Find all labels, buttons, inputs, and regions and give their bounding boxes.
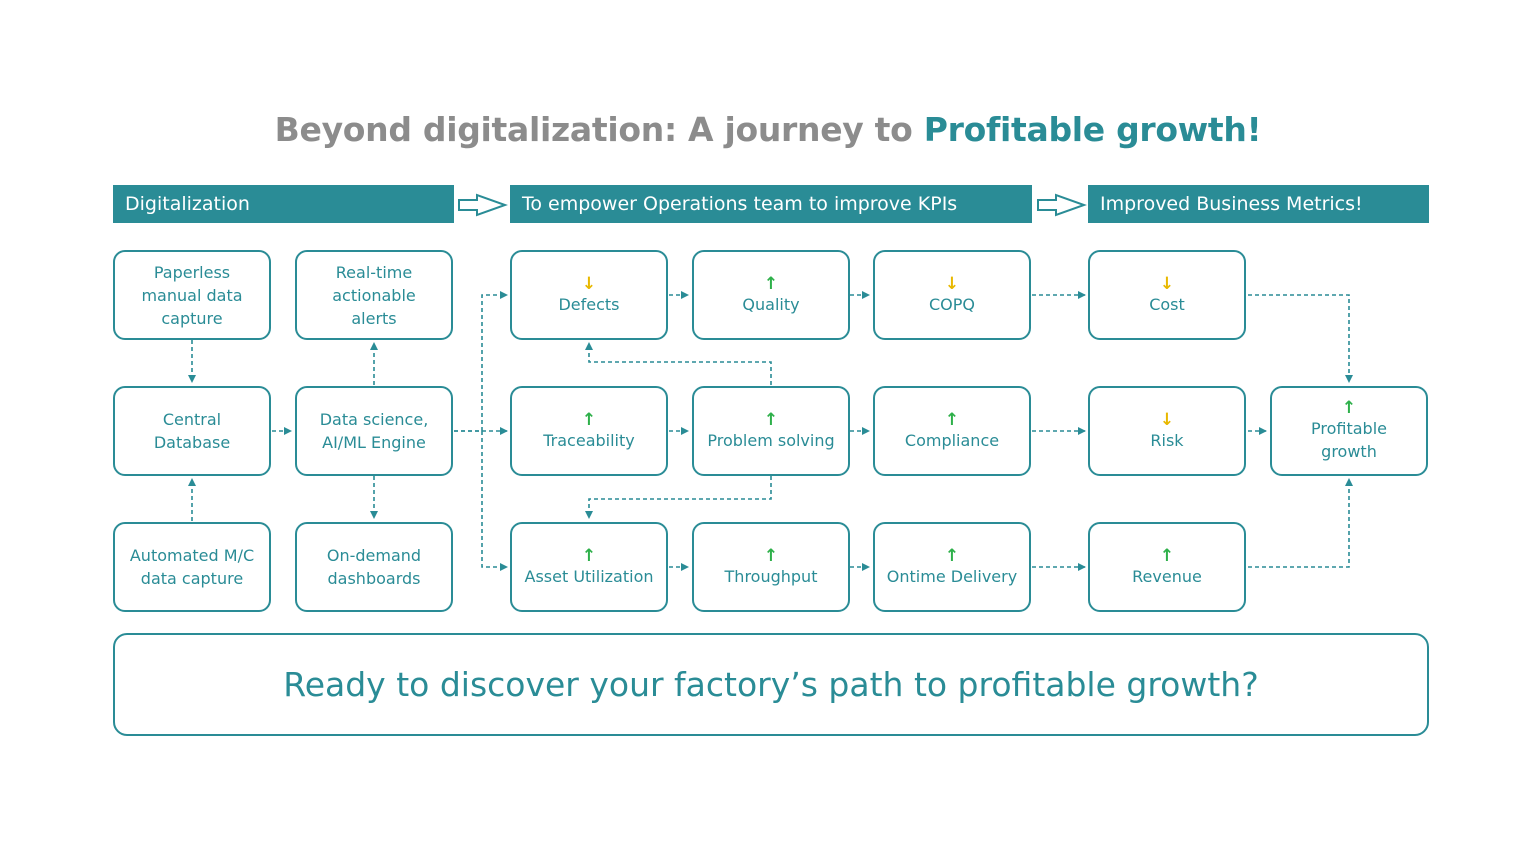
node-label: Defects xyxy=(558,294,620,314)
node-label: Automated M/C data capture xyxy=(129,546,255,588)
node-compliance: ↑ Compliance xyxy=(873,386,1031,476)
arrow-up-icon: ↑ xyxy=(581,545,597,566)
node-label: Throughput xyxy=(724,566,818,586)
node-defects: ↓ Defects xyxy=(510,250,668,340)
page-title: Beyond digitalization: A journey to Prof… xyxy=(0,110,1536,149)
node-asset-utilization: ↑ Asset Utilization xyxy=(510,522,668,612)
header-empower: To empower Operations team to improve KP… xyxy=(510,185,1032,223)
title-accent: Profitable growth xyxy=(923,110,1247,149)
node-label: Cost xyxy=(1149,294,1185,314)
node-label: Real-time actionable alerts xyxy=(332,262,416,328)
title-main: Beyond digitalization: A journey to xyxy=(274,110,924,149)
link-problem-defects xyxy=(585,342,772,385)
node-quality: ↑ Quality xyxy=(692,250,850,340)
node-label: Risk xyxy=(1150,430,1184,450)
link-to-asset xyxy=(481,431,508,571)
node-profitable-growth: ↑ Profitable growth xyxy=(1270,386,1428,476)
node-automated: Automated M/C data capture xyxy=(113,522,271,612)
node-label: Data science, AI/ML Engine xyxy=(319,410,429,452)
node-label: Quality xyxy=(742,294,800,314)
node-label: Profitable growth xyxy=(1311,419,1387,461)
cta-banner[interactable]: Ready to discover your factory’s path to… xyxy=(113,633,1429,736)
arrow-up-icon: ↑ xyxy=(763,545,779,566)
node-cost: ↓ Cost xyxy=(1088,250,1246,340)
node-label: Paperless manual data capture xyxy=(141,262,243,328)
node-datascience: Data science, AI/ML Engine xyxy=(295,386,453,476)
arrow-down-icon: ↓ xyxy=(1159,409,1175,430)
node-label: Problem solving xyxy=(707,430,835,450)
node-copq: ↓ COPQ xyxy=(873,250,1031,340)
arrow-down-icon: ↓ xyxy=(1159,273,1175,294)
node-label: COPQ xyxy=(928,294,975,314)
link-cost-profitable xyxy=(1248,294,1353,383)
node-traceability: ↑ Traceability xyxy=(510,386,668,476)
header-digitalization: Digitalization xyxy=(113,185,454,223)
node-label: Traceability xyxy=(543,430,635,450)
node-label: Ontime Delivery xyxy=(886,566,1018,586)
link-revenue-profitable xyxy=(1248,478,1353,568)
node-throughput: ↑ Throughput xyxy=(692,522,850,612)
arrow-up-icon: ↑ xyxy=(944,409,960,430)
header-metrics: Improved Business Metrics! xyxy=(1088,185,1429,223)
arrow-up-icon: ↑ xyxy=(763,409,779,430)
node-revenue: ↑ Revenue xyxy=(1088,522,1246,612)
link-problem-asset xyxy=(585,476,772,519)
node-ondemand: On-demand dashboards xyxy=(295,522,453,612)
node-paperless: Paperless manual data capture xyxy=(113,250,271,340)
arrow-up-icon: ↑ xyxy=(763,273,779,294)
node-label: Compliance xyxy=(904,430,1000,450)
node-realtime: Real-time actionable alerts xyxy=(295,250,453,340)
arrow-up-icon: ↑ xyxy=(1159,545,1175,566)
arrow-down-icon: ↓ xyxy=(944,273,960,294)
node-problem-solving: ↑ Problem solving xyxy=(692,386,850,476)
node-ontime-delivery: ↑ Ontime Delivery xyxy=(873,522,1031,612)
title-end: ! xyxy=(1246,110,1262,149)
header-arrow-2 xyxy=(1037,193,1087,217)
node-label: Central Database xyxy=(153,410,231,452)
header-arrow-1 xyxy=(458,193,508,217)
arrow-up-icon: ↑ xyxy=(944,545,960,566)
arrow-down-icon: ↓ xyxy=(581,273,597,294)
node-risk: ↓ Risk xyxy=(1088,386,1246,476)
link-to-defects xyxy=(454,291,508,432)
node-label: Revenue xyxy=(1132,566,1202,586)
node-central: Central Database xyxy=(113,386,271,476)
arrow-up-icon: ↑ xyxy=(1341,398,1357,418)
node-label: On-demand dashboards xyxy=(326,546,422,588)
arrow-up-icon: ↑ xyxy=(581,409,597,430)
node-label: Asset Utilization xyxy=(524,566,654,586)
